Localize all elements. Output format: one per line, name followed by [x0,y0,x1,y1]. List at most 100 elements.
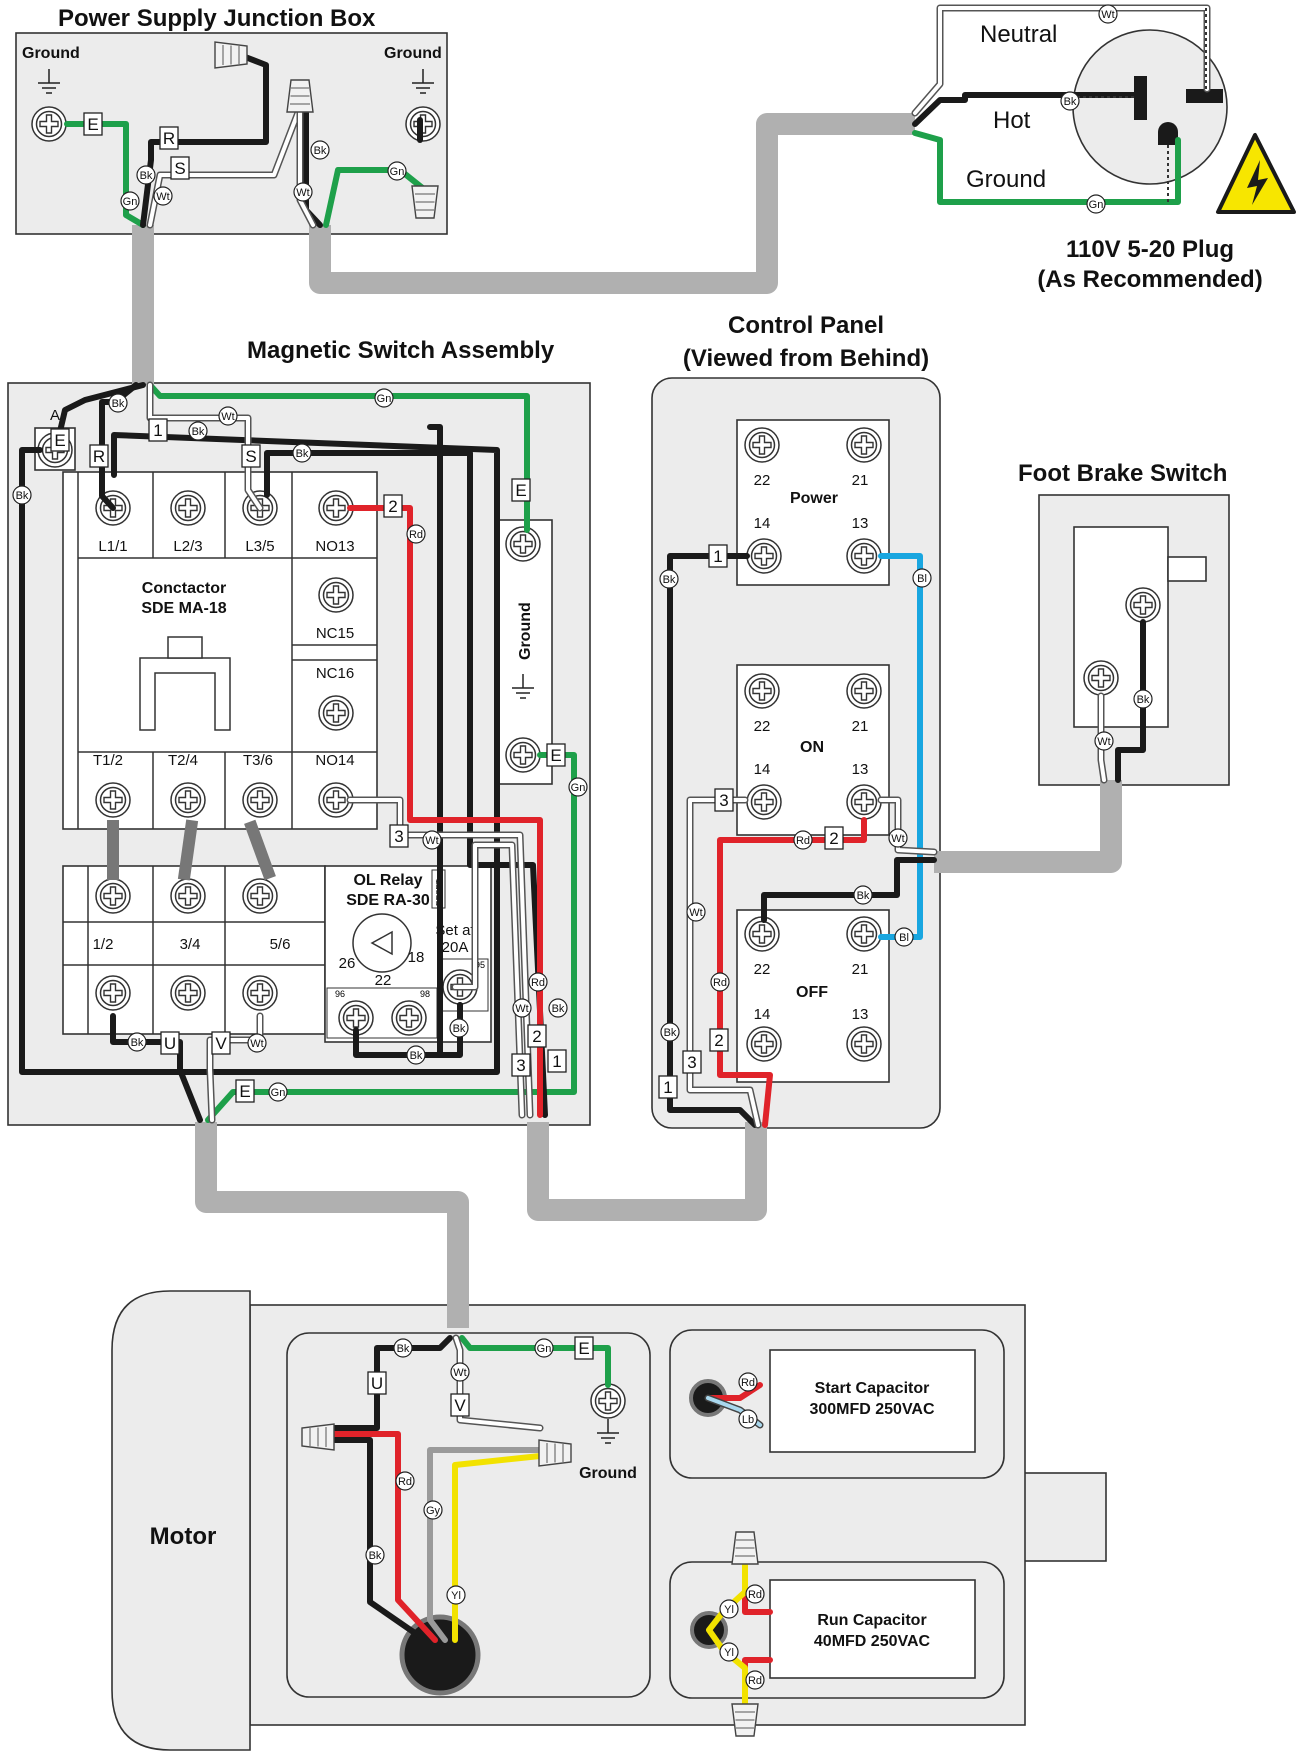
svg-text:Bk: Bk [410,1050,423,1062]
plug-subtitle: (As Recommended) [1037,266,1262,293]
run-capacitor-label: Run Capacitor [817,1612,926,1629]
foot-brake-title: Foot Brake Switch [1018,460,1227,487]
svg-text:V: V [454,1396,466,1415]
off-t14: 14 [754,1006,771,1023]
on-t14: 14 [754,761,771,778]
terminal-tag: E [83,112,103,136]
motor-title: Motor [150,1523,217,1550]
on-t22: 22 [754,718,771,735]
control-panel-title: Control Panel [728,312,884,339]
lightning-bolt-icon [1247,160,1268,205]
wire-color-tag: Wt [153,186,173,206]
svg-text:Rd: Rd [409,529,423,541]
svg-text:Bl: Bl [917,573,927,585]
svg-text:Yl: Yl [724,1647,734,1659]
terminal-tag: U [160,1031,180,1055]
wire-color-tag: Yl [719,1642,739,1662]
plug-ground-pin [1158,122,1178,145]
wire-color-tag: Bk [548,998,568,1018]
svg-text:Bl: Bl [899,932,909,944]
contactor-model: SDE MA-18 [141,600,226,617]
terminal-tag: 1 [148,418,168,442]
svg-text:3: 3 [687,1053,696,1072]
wire-color-tag: Wt [247,1033,267,1053]
contactor-term-t1: T1/2 [93,752,123,769]
svg-text:2: 2 [388,497,397,516]
terminal-screw-icon [505,526,541,562]
wire-color-tag: Gn [1086,194,1106,214]
on-switch[interactable] [736,664,890,836]
wire-color-tag: Bk [406,1045,426,1065]
svg-text:E: E [550,746,561,765]
svg-text:U: U [371,1374,383,1393]
wire-color-tag: Wt [450,1362,470,1382]
wire-color-tag: Gn [374,388,394,408]
ol-term-96: 96 [335,989,345,999]
svg-text:Rd: Rd [531,977,545,989]
wire-color-tag: Bk [108,393,128,413]
wire-color-tag: Gy [423,1500,443,1520]
cable-jackets [132,113,1122,1328]
contactor-term-l1: L1/1 [98,538,127,555]
junction-ground-label-right: Ground [384,45,442,62]
svg-text:Gn: Gn [390,166,405,178]
svg-text:Yl: Yl [724,1604,734,1616]
svg-text:Wt: Wt [1097,736,1110,748]
svg-text:2: 2 [829,829,838,848]
svg-text:Rd: Rd [796,835,810,847]
svg-text:Lb: Lb [742,1414,754,1426]
power-t22: 22 [754,472,771,489]
junction-box-title: Power Supply Junction Box [58,5,376,32]
power-switch-label: Power [790,490,838,507]
terminal-tag: 1 [658,1075,678,1099]
svg-text:Bk: Bk [397,1343,410,1355]
svg-text:Bk: Bk [1064,96,1077,108]
svg-text:E: E [578,1339,589,1358]
wire-color-tag: Bk [365,1545,385,1565]
svg-text:Rd: Rd [398,1476,412,1488]
wire-color-tag: Bk [449,1018,469,1038]
off-switch[interactable] [736,909,890,1083]
wire-color-tag: Bk [1133,689,1153,709]
motor-shaft [1019,1472,1107,1562]
svg-text:V: V [215,1034,227,1053]
ground-bar-label: Ground [517,602,534,660]
terminal-screw-icon [318,695,354,731]
wire-color-tag: Wt [686,902,706,922]
svg-text:3: 3 [719,791,728,810]
svg-text:Yl: Yl [451,1590,461,1602]
power-switch[interactable] [736,419,890,586]
terminal-tag: S [170,156,190,180]
svg-text:Bk: Bk [192,426,205,438]
terminal-tag: E [574,1336,594,1360]
svg-text:E: E [54,431,65,450]
svg-text:3: 3 [516,1056,525,1075]
wire-color-tag: Gn [120,191,140,211]
terminal-screw-icon [95,975,131,1011]
svg-text:S: S [245,447,256,466]
wire-color-tag: Rd [528,972,548,992]
svg-text:Gn: Gn [271,1087,286,1099]
wire-nut-icon [286,79,314,113]
wire-color-tag: Gn [534,1338,554,1358]
svg-text:Gn: Gn [571,782,586,794]
junction-ground-screw-left [31,106,67,142]
wire-color-tag: Bk [12,485,32,505]
wire-color-tag: Wt [888,828,908,848]
foot-brake-wires [1097,619,1146,784]
terminal-tag: R [159,126,179,150]
ol-dial-22: 22 [375,972,392,989]
contactor-term-nc15: NC15 [316,625,354,642]
terminal-tag: 1 [708,544,728,568]
wire-nut-icon [731,1531,759,1565]
svg-text:Gy: Gy [426,1505,441,1517]
wire-color-tag: Wt [218,406,238,426]
wire-color-tag: Yl [446,1585,466,1605]
contactor-name: Conctactor [142,580,226,597]
terminal-tag: 3 [714,788,734,812]
off-switch-label: OFF [796,984,828,1001]
wire-color-tag: Wt [1098,4,1118,24]
wire-color-tag: Bk [393,1338,413,1358]
svg-text:Rd: Rd [713,977,727,989]
terminal-screw-icon [242,975,278,1011]
